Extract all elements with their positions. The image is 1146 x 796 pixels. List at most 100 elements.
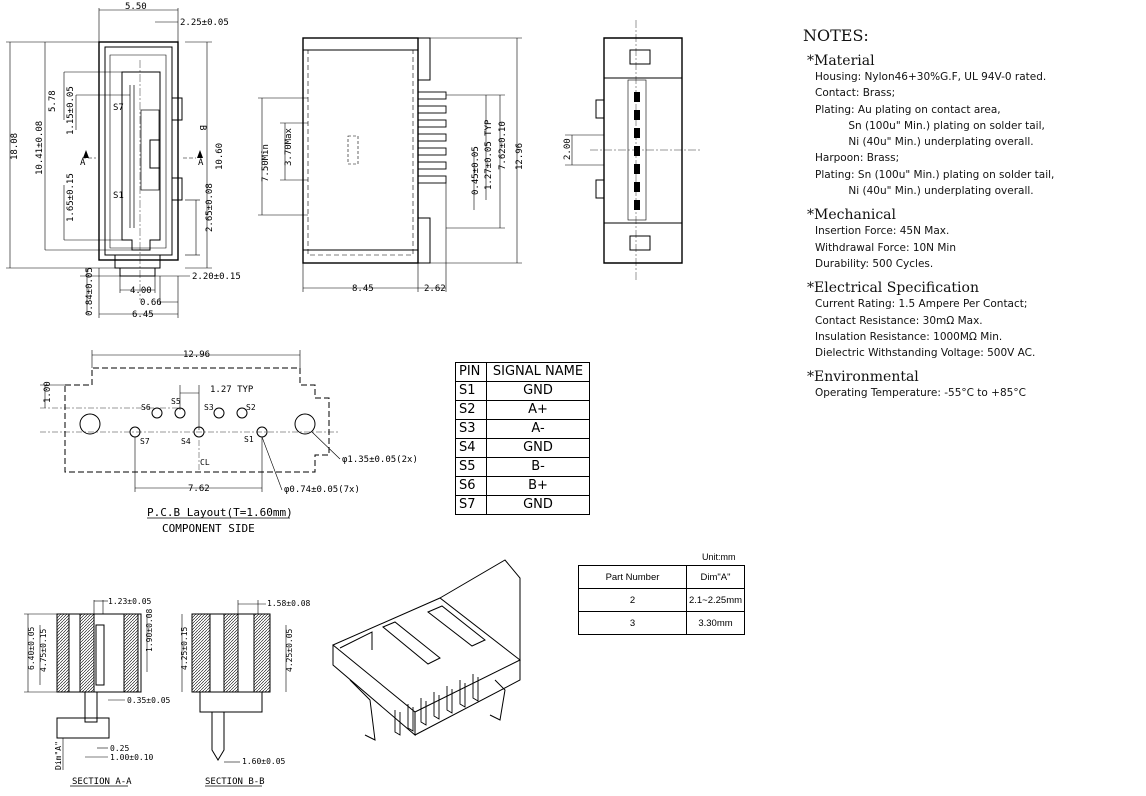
material-line: Plating: Sn (100u" Min.) plating on sold… xyxy=(815,168,1055,181)
label-pcb-s6: S6 xyxy=(141,403,151,412)
dim-10-41: 10.41±0.08 xyxy=(35,121,45,175)
label-pcb-s7: S7 xyxy=(140,437,150,446)
dim-0-84: 0.84±0.05 xyxy=(85,267,95,316)
section-b-labels: 1.58±0.08 4.25±0.15 4.25±0.05 1.60±0.05 … xyxy=(180,599,311,787)
pcb-layout xyxy=(40,350,341,519)
side-view xyxy=(258,37,522,292)
label-s1: S1 xyxy=(113,191,124,201)
pin-cell: S3 xyxy=(455,419,487,439)
dim-12-96: 12.96 xyxy=(515,143,525,170)
material-line: Housing: Nylon46+30%G.F, UL 94V-0 rated. xyxy=(815,71,1047,83)
material-line: Ni (40u" Min.) underplating overall. xyxy=(815,185,1034,198)
notes-title: NOTES: xyxy=(803,26,869,45)
part-number-cell: 3 xyxy=(578,611,687,635)
dim-5-50: 5.50 xyxy=(125,2,147,12)
dim-2-20: 2.20±0.15 xyxy=(192,272,241,282)
label-pcb-s3: S3 xyxy=(204,403,214,412)
pin-cell: S6 xyxy=(455,476,487,496)
dim-1-15: 1.15±0.05 xyxy=(66,86,76,135)
pin-cell: S7 xyxy=(455,495,487,515)
environmental-line: Operating Temperature: -55°C to +85°C xyxy=(815,387,1026,400)
dim-7-62: 7.62±0.10 xyxy=(498,121,508,170)
signal-cell: GND xyxy=(486,381,590,401)
pcb-title: P.C.B Layout(T=1.60mm) xyxy=(147,506,293,519)
label-hole-large: φ1.35±0.05(2x) xyxy=(342,455,418,465)
dim-sb-1-60: 1.60±0.05 xyxy=(242,757,286,766)
material-line: Contact: Brass; xyxy=(815,87,896,100)
dim-sa-1-00: 1.00±0.10 xyxy=(110,753,154,762)
dim-10-60: 10.60 xyxy=(215,143,225,170)
signal-cell: GND xyxy=(486,495,590,515)
dim-5-78: 5.78 xyxy=(48,90,58,112)
dim-sa-1-90: 1.90±0.08 xyxy=(145,608,154,652)
side-view-labels: 7.50Min 3.70Max 0.45±0.05 1.27±0.05 TYP … xyxy=(261,119,525,294)
part-number-cell: 2 xyxy=(578,588,687,612)
material-line: Harpoon: Brass; xyxy=(815,152,900,165)
pin-cell: S4 xyxy=(455,438,487,458)
section-a xyxy=(24,600,148,787)
part-number-header: Part Number xyxy=(578,565,687,589)
dim-a-cell: 3.30mm xyxy=(686,611,745,635)
pin-cell: S2 xyxy=(455,400,487,420)
signal-header: SIGNAL NAME xyxy=(486,362,590,382)
signal-cell: B- xyxy=(486,457,590,477)
dim-8-45: 8.45 xyxy=(352,284,374,294)
label-section-b: B xyxy=(197,125,207,130)
dim-3-70: 3.70Max xyxy=(284,127,294,166)
dim-2-00: 2.00 xyxy=(563,138,573,160)
label-pcb-s2: S2 xyxy=(246,403,256,412)
section-b xyxy=(181,600,287,787)
dim-a-header: Dim"A" xyxy=(686,565,745,589)
dim-0-45: 0.45±0.05 xyxy=(471,146,481,195)
label-s7: S7 xyxy=(113,103,124,113)
front-view-labels: 5.50 2.25±0.05 18.08 10.41±0.08 5.78 1.1… xyxy=(10,2,241,320)
dim-2-62: 2.62 xyxy=(424,284,446,294)
end-view xyxy=(565,20,700,280)
dim-sb-4-25b: 4.25±0.05 xyxy=(285,628,294,672)
mechanical-line: Withdrawal Force: 10N Min xyxy=(815,241,957,254)
dim-pcb-width: 12.96 xyxy=(183,350,210,360)
material-heading: *Material xyxy=(807,53,875,69)
dim-18-08: 18.08 xyxy=(10,133,20,160)
dim-sb-4-25a: 4.25±0.15 xyxy=(180,626,189,670)
dim-sa-6-40: 6.40±0.05 xyxy=(27,626,36,670)
electrical-line: Insulation Resistance: 1000MΩ Min. xyxy=(815,330,1003,343)
notes-panel: NOTES: *Material Housing: Nylon46+30%G.F… xyxy=(803,26,1133,402)
label-pcb-s4: S4 xyxy=(181,437,191,446)
dim-1-27: 1.27±0.05 TYP xyxy=(484,119,494,190)
dim-sa-0-35: 0.35±0.05 xyxy=(127,696,171,705)
isometric-view xyxy=(332,559,521,741)
dim-pcb-span: 7.62 xyxy=(188,484,210,494)
label-section-a-right: A xyxy=(198,158,204,168)
dim-pcb-pitch: 1.27 TYP xyxy=(210,385,254,395)
label-centerline: CL xyxy=(200,458,210,467)
electrical-line: Contact Resistance: 30mΩ Max. xyxy=(815,314,983,327)
section-a-labels: 1.23±0.05 6.40±0.05 4.75±0.15 1.90±0.08 … xyxy=(27,597,171,787)
material-line: Ni (40u" Min.) underplating overall. xyxy=(815,136,1034,149)
dim-pcb-offset: 1.00 xyxy=(43,381,53,403)
electrical-line: Dielectric Withstanding Voltage: 500V AC… xyxy=(815,347,1036,360)
pcb-layout-labels: 12.96 1.27 TYP 1.00 7.62 φ1.35±0.05(2x) … xyxy=(43,350,418,535)
dim-sa-0-25: 0.25 xyxy=(110,744,129,753)
dim-1-65: 1.65±0.15 xyxy=(66,173,76,222)
pin-cell: S5 xyxy=(455,457,487,477)
pin-cell: S1 xyxy=(455,381,487,401)
section-b-title: SECTION B-B xyxy=(205,777,265,787)
material-line: Plating: Au plating on contact area, xyxy=(815,103,1001,116)
table-header-row: Part Number Dim"A" xyxy=(578,565,745,589)
signal-cell: GND xyxy=(486,438,590,458)
dim-4-00: 4.00 xyxy=(130,286,152,296)
dim-6-45: 6.45 xyxy=(132,310,154,320)
unit-label: Unit:mm xyxy=(702,552,736,562)
label-pcb-s5: S5 xyxy=(171,397,181,406)
dim-0-66: 0.66 xyxy=(140,298,162,308)
label-hole-small: φ0.74±0.05(7x) xyxy=(284,485,360,495)
